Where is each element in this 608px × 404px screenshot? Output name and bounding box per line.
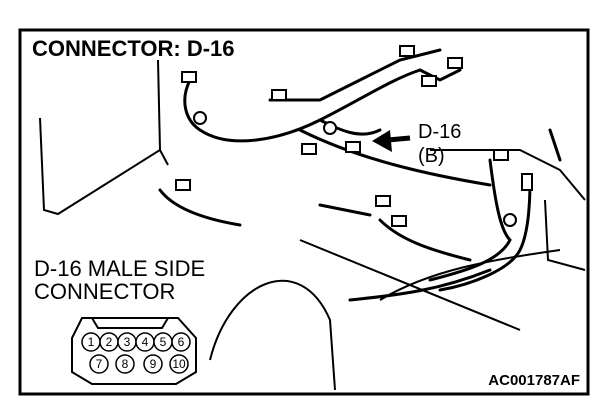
diagram-border — [18, 28, 590, 396]
vehicle-body-outline — [39, 59, 586, 391]
svg-text:10: 10 — [172, 357, 186, 371]
figure-code: AC001787AF — [488, 372, 580, 389]
callout-connector-variant: (B) — [418, 145, 445, 167]
pin-9: 9 — [143, 354, 163, 374]
diagram-title: CONNECTOR: D-16 — [32, 36, 235, 61]
svg-text:3: 3 — [124, 335, 131, 349]
connector-pins: 1 2 3 4 5 6 7 8 — [81, 332, 191, 374]
pin-3: 3 — [117, 332, 137, 352]
pin-2: 2 — [99, 332, 119, 352]
connector-label-line1: D-16 MALE SIDE — [34, 256, 205, 281]
pin-5: 5 — [153, 332, 173, 352]
pin-6: 6 — [171, 332, 191, 352]
connector-label-line2: CONNECTOR — [34, 279, 175, 304]
svg-text:8: 8 — [122, 357, 129, 371]
wiring-harness — [158, 48, 562, 302]
connector-face — [71, 317, 197, 385]
pin-1: 1 — [81, 332, 101, 352]
harness-connectors — [175, 45, 533, 227]
pin-4: 4 — [135, 332, 155, 352]
callout-connector-id: D-16 — [418, 121, 461, 143]
svg-text:2: 2 — [106, 335, 113, 349]
svg-text:9: 9 — [150, 357, 157, 371]
svg-text:5: 5 — [160, 335, 167, 349]
pin-7: 7 — [89, 354, 109, 374]
pin-10: 10 — [169, 354, 189, 374]
svg-text:4: 4 — [142, 335, 149, 349]
pin-8: 8 — [115, 354, 135, 374]
svg-text:6: 6 — [178, 335, 185, 349]
svg-text:7: 7 — [96, 357, 103, 371]
callout-arrow — [372, 130, 411, 152]
svg-text:1: 1 — [88, 335, 95, 349]
